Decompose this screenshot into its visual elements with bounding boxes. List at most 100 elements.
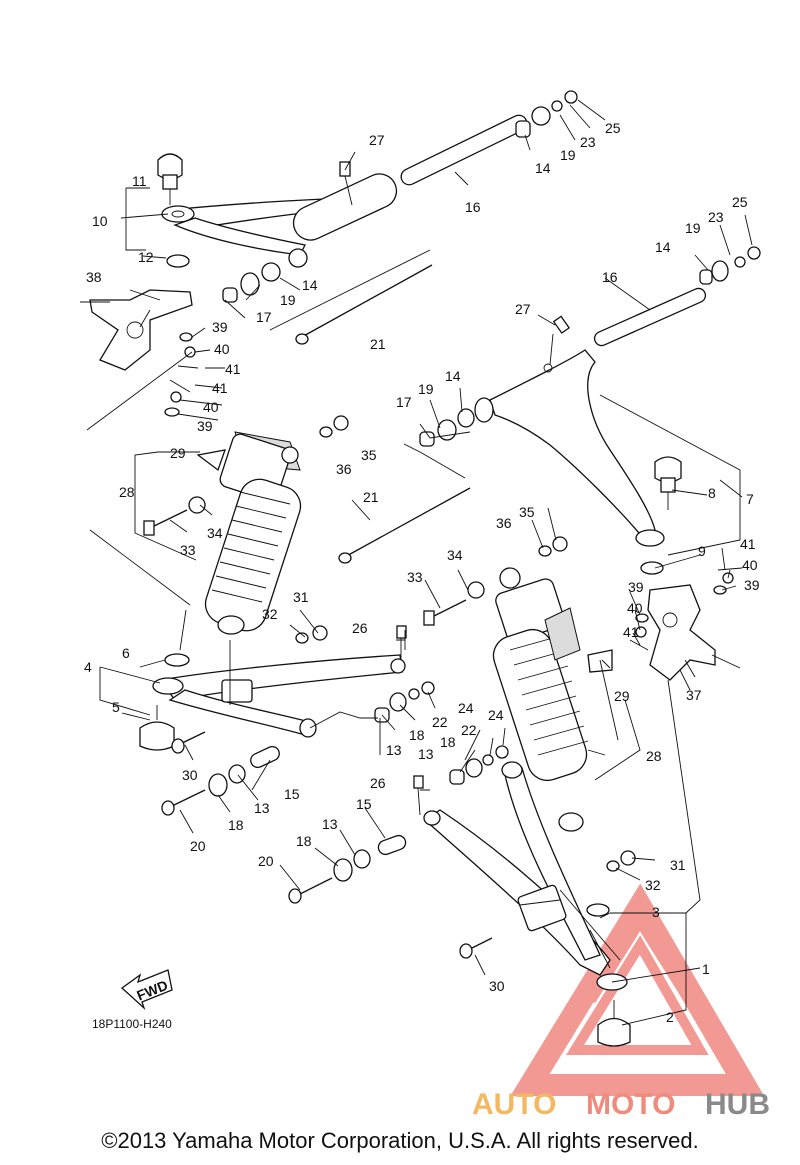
lower-right-a-arm [423,761,628,991]
callout-27: 27 [369,132,385,148]
callout-31: 31 [293,589,309,605]
watermark-hub: HUB [705,1088,770,1121]
shock-hardware-left [143,415,349,644]
callout-38: 38 [86,269,102,285]
callout-16: 16 [465,199,481,215]
callout-1: 1 [702,961,710,977]
callout-40: 40 [203,399,219,415]
bushings-upper-left-rear [515,90,578,138]
callout-35: 35 [519,504,535,520]
ball-joint-lower-right [597,1000,631,1047]
callout-22: 22 [461,722,477,738]
callout-13: 13 [386,742,402,758]
callout-13: 13 [322,816,338,832]
watermark-wordmark: AUTO MOTO HUB [472,1088,770,1121]
callout-36: 36 [496,515,512,531]
callout-21: 21 [370,336,386,352]
callout-40: 40 [214,341,230,357]
callout-28: 28 [119,484,135,500]
callout-6: 6 [122,645,130,661]
callout-15: 15 [356,796,372,812]
callout-labels: 1 2 3 4 5 6 7 8 9 10 11 12 13 13 13 13 1… [84,120,760,1025]
callout-41: 41 [225,361,241,377]
callout-29: 29 [614,688,630,704]
bushings-upper-right-rear [699,246,761,285]
callout-10: 10 [92,213,108,229]
callout-22: 22 [432,714,448,730]
callout-9: 9 [698,543,706,559]
callout-34: 34 [207,525,223,541]
callout-4: 4 [84,659,92,675]
callout-25: 25 [605,120,621,136]
shock-bumper-29-left [196,449,226,472]
callout-14: 14 [655,239,671,255]
fwd-direction-arrow: FWD [120,969,173,1011]
callout-25: 25 [732,194,748,210]
callout-17: 17 [256,309,272,325]
lower-left-hardware [161,625,435,816]
callout-37: 37 [686,687,702,703]
callout-13: 13 [418,746,434,762]
grease-nipple-27-right [549,315,571,366]
callout-16: 16 [602,269,618,285]
callout-39: 39 [628,579,644,595]
callout-12: 12 [138,249,154,265]
callout-41: 41 [740,536,756,552]
steering-knuckle-right [647,584,741,681]
callout-30: 30 [182,767,198,783]
diagram-code: 18P1100-H240 [92,1017,172,1031]
callout-7: 7 [746,491,754,507]
callout-8: 8 [708,485,716,501]
bushings-upper-right-front [419,408,475,447]
watermark-triangle-logo [510,883,765,1096]
shock-spring-left [204,478,302,632]
callout-5: 5 [112,699,120,715]
callout-23: 23 [708,209,724,225]
callout-18: 18 [440,734,456,750]
callout-40: 40 [742,557,758,573]
callout-35: 35 [361,447,377,463]
callout-30: 30 [489,978,505,994]
callout-39: 39 [212,319,228,335]
callout-14: 14 [302,277,318,293]
lower-right-hardware [288,745,509,959]
sleeve-16-upper-right [593,287,707,347]
callout-41: 41 [212,380,228,396]
callout-11: 11 [132,173,147,189]
callout-32: 32 [262,606,278,622]
cotter-nut-washer-left [164,332,199,417]
callout-3: 3 [652,904,660,920]
steering-knuckle-left [80,289,193,371]
shock-spring-right [492,628,589,782]
callout-17: 17 [396,394,412,410]
callout-18: 18 [409,727,425,743]
callout-15: 15 [284,786,300,802]
callout-36: 36 [336,461,352,477]
callout-39: 39 [197,418,213,434]
upper-left-a-arm [161,173,398,268]
circlip-9 [640,561,664,575]
grease-nipple-27-top [339,161,353,206]
callout-24: 24 [458,700,474,716]
long-bolt-21-middle [338,487,471,564]
callout-13: 13 [254,800,270,816]
callout-21: 21 [363,489,379,505]
callout-14: 14 [535,160,551,176]
watermark-auto: AUTO [472,1088,556,1121]
sleeve-16-upper-left [400,114,528,186]
ball-joint-upper-right [654,456,682,510]
callout-31: 31 [670,857,686,873]
watermark-moto: MOTO [586,1088,675,1121]
callout-19: 19 [560,147,576,163]
ball-joint-lower-left [139,705,175,751]
callout-24: 24 [488,707,504,723]
callout-26: 26 [352,620,368,636]
callout-20: 20 [190,838,206,854]
callout-20: 20 [258,853,274,869]
callout-32: 32 [645,877,661,893]
callout-34: 34 [447,547,463,563]
callout-19: 19 [280,292,296,308]
leader-lines [86,99,753,1026]
callout-18: 18 [296,833,312,849]
